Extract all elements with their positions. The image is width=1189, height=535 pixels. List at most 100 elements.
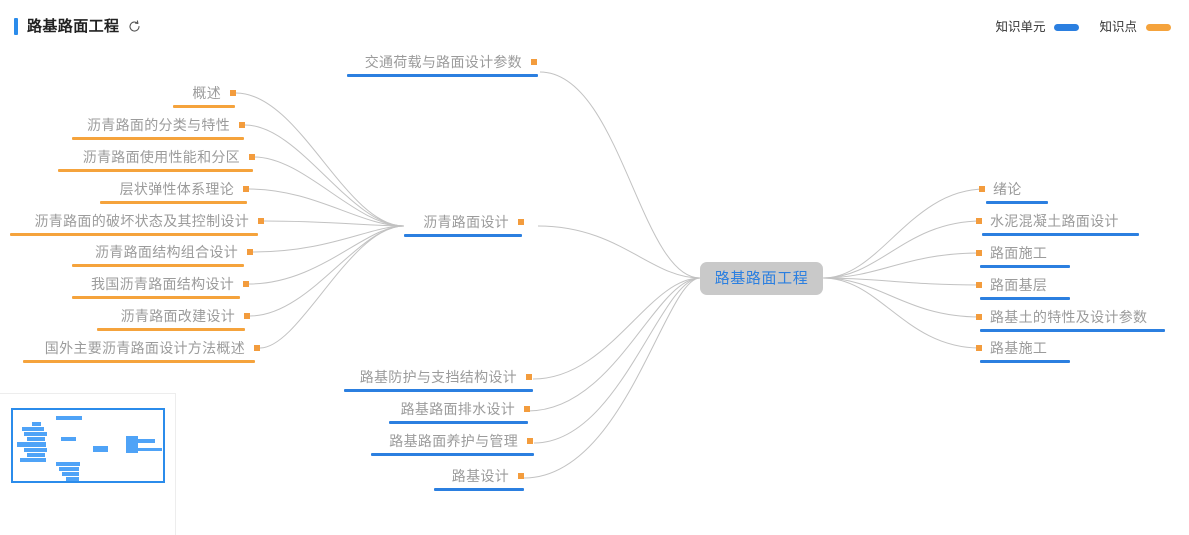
node-subgrade-soil-properties-params[interactable]: 路基土的特性及设计参数 <box>976 307 1147 327</box>
node-bullet <box>254 345 260 351</box>
node-pavement-base-course[interactable]: 路面基层 <box>976 275 1047 295</box>
minimap-node <box>24 432 47 436</box>
root-node[interactable]: 路基路面工程 <box>700 262 823 295</box>
node-pavement-construction[interactable]: 路面施工 <box>976 243 1047 263</box>
node-traffic-load-params[interactable]: 交通荷载与路面设计参数 <box>350 52 537 72</box>
minimap-node <box>20 458 46 462</box>
node-bullet <box>230 90 236 96</box>
node-bullet <box>976 345 982 351</box>
node-underline-orange <box>10 233 258 236</box>
minimap-node <box>27 437 45 441</box>
blue-bar-swatch <box>1054 23 1080 31</box>
node-china-structure-design[interactable]: 我国沥青路面结构设计 <box>70 274 249 294</box>
legend-item-knowledge-unit[interactable]: 知识单元 <box>995 20 1080 34</box>
node-label: 路基路面养护与管理 <box>389 433 518 449</box>
minimap-node <box>56 416 82 420</box>
node-label: 绪论 <box>993 181 1022 197</box>
node-underline-blue <box>986 201 1048 204</box>
node-reconstruction-design[interactable]: 沥青路面改建设计 <box>100 306 250 326</box>
node-bullet <box>518 473 524 479</box>
refresh-circle-icon[interactable] <box>128 20 141 33</box>
node-underline-orange <box>173 105 235 108</box>
node-subgrade-drainage-design[interactable]: 路基路面排水设计 <box>385 399 530 419</box>
minimap-node <box>137 448 162 451</box>
legend-item-knowledge-point[interactable]: 知识点 <box>1099 20 1171 34</box>
node-bullet <box>531 59 537 65</box>
node-underline-blue <box>344 389 533 392</box>
title-accent-bar <box>14 18 18 35</box>
minimap-node <box>27 453 45 457</box>
minimap-node <box>61 437 76 441</box>
minimap-node <box>22 427 44 431</box>
node-cement-concrete-pavement-design[interactable]: 水泥混凝土路面设计 <box>976 211 1119 231</box>
node-underline-blue <box>980 297 1070 300</box>
node-bullet <box>979 186 985 192</box>
node-underline-blue <box>980 265 1070 268</box>
minimap-node <box>93 446 108 452</box>
node-label: 沥青路面结构组合设计 <box>95 244 238 260</box>
node-label: 沥青路面设计 <box>423 214 509 230</box>
page-title-group: 路基路面工程 <box>14 18 141 35</box>
node-label: 沥青路面使用性能和分区 <box>82 149 240 165</box>
node-failure-state-control-design[interactable]: 沥青路面的破坏状态及其控制设计 <box>12 211 264 231</box>
node-underline-orange <box>72 296 240 299</box>
minimap-node <box>56 462 80 466</box>
node-bullet <box>244 313 250 319</box>
node-overseas-design-methods[interactable]: 国外主要沥青路面设计方法概述 <box>25 338 260 358</box>
node-label: 概述 <box>192 85 221 101</box>
minimap-node <box>62 472 79 476</box>
node-maintenance-management[interactable]: 路基路面养护与管理 <box>378 431 533 451</box>
minimap-node <box>59 467 79 471</box>
node-label: 沥青路面改建设计 <box>120 308 235 324</box>
minimap-node <box>126 436 138 453</box>
page-header: 路基路面工程 知识单元 知识点 <box>0 0 1189 56</box>
node-bullet <box>258 218 264 224</box>
node-underline-blue <box>980 360 1070 363</box>
node-subgrade-construction[interactable]: 路基施工 <box>976 338 1047 358</box>
node-label: 路基路面排水设计 <box>400 401 515 417</box>
node-bullet <box>518 219 524 225</box>
node-asphalt-performance-zoning[interactable]: 沥青路面使用性能和分区 <box>43 147 255 167</box>
node-underline-orange <box>97 328 245 331</box>
node-underline-blue <box>434 488 524 491</box>
node-bullet <box>976 250 982 256</box>
minimap-node <box>24 448 47 452</box>
orange-bar-swatch <box>1146 23 1171 31</box>
node-label: 路基施工 <box>990 340 1048 356</box>
minimap-node <box>137 439 155 443</box>
legend-label-knowledge-point: 知识点 <box>1099 20 1137 34</box>
node-label: 沥青路面的分类与特性 <box>87 117 230 133</box>
minimap-node <box>66 477 79 481</box>
node-asphalt-pavement-design[interactable]: 沥青路面设计 <box>404 212 524 232</box>
node-introduction[interactable]: 绪论 <box>979 179 1022 199</box>
node-label: 路基设计 <box>451 468 509 484</box>
node-underline-blue <box>404 234 522 237</box>
node-asphalt-classification[interactable]: 沥青路面的分类与特性 <box>55 115 245 135</box>
node-bullet <box>976 314 982 320</box>
node-label: 交通荷载与路面设计参数 <box>364 54 522 70</box>
node-label: 路面基层 <box>990 277 1048 293</box>
page-title: 路基路面工程 <box>27 18 120 35</box>
node-underline-orange <box>23 360 255 363</box>
node-bullet <box>976 218 982 224</box>
node-label: 沥青路面的破坏状态及其控制设计 <box>34 213 249 229</box>
node-layered-elastic-theory[interactable]: 层状弹性体系理论 <box>100 179 249 199</box>
node-subgrade-design[interactable]: 路基设计 <box>440 466 524 486</box>
minimap-viewport-frame[interactable] <box>11 408 165 483</box>
node-underline-orange <box>58 169 253 172</box>
node-label: 路基土的特性及设计参数 <box>990 309 1148 325</box>
minimap-node <box>17 442 46 447</box>
node-underline-blue <box>980 329 1165 332</box>
minimap-panel[interactable] <box>0 393 176 535</box>
node-subgrade-protection-retaining[interactable]: 路基防护与支挡结构设计 <box>344 367 532 387</box>
node-bullet <box>239 122 245 128</box>
node-structure-combination-design[interactable]: 沥青路面结构组合设计 <box>60 242 253 262</box>
node-label: 水泥混凝土路面设计 <box>990 213 1119 229</box>
node-bullet <box>527 438 533 444</box>
node-underline-orange <box>72 264 244 267</box>
node-bullet <box>243 281 249 287</box>
node-gaishu[interactable]: 概述 <box>116 83 236 103</box>
root-node-label: 路基路面工程 <box>714 269 809 287</box>
